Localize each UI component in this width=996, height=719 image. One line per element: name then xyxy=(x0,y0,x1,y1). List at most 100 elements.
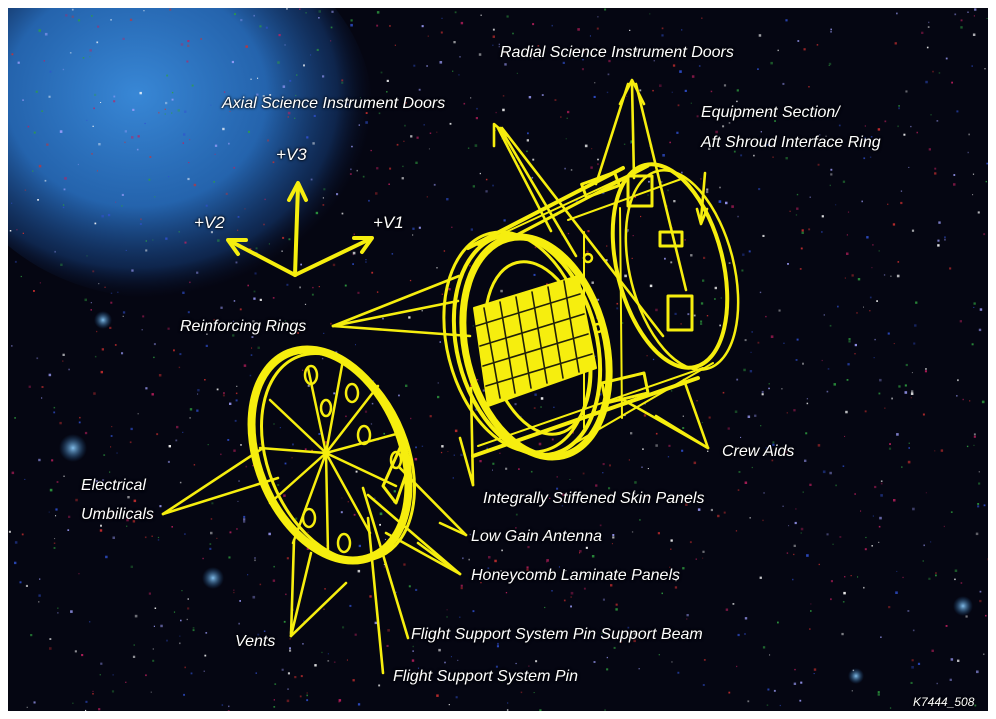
star-speck xyxy=(316,48,319,51)
star-speck xyxy=(611,543,613,545)
star-speck xyxy=(864,548,867,551)
star-speck xyxy=(156,433,159,436)
star-speck xyxy=(426,196,428,198)
star-speck xyxy=(333,661,336,663)
star-speck xyxy=(984,68,986,70)
star-speck xyxy=(594,355,596,357)
star-speck xyxy=(594,82,596,84)
star-speck xyxy=(416,136,419,139)
star-speck xyxy=(412,234,414,236)
label-fss-pin-beam: Flight Support System Pin Support Beam xyxy=(411,626,703,643)
star-speck xyxy=(311,293,314,296)
star-speck xyxy=(437,395,440,399)
star-speck xyxy=(389,167,392,170)
star-speck xyxy=(257,633,260,636)
star-speck xyxy=(94,355,97,358)
star-speck xyxy=(630,142,632,144)
star-speck xyxy=(227,439,230,441)
star-speck xyxy=(744,617,748,620)
star-speck xyxy=(362,175,365,178)
label-axial-doors: Axial Science Instrument Doors xyxy=(222,95,446,112)
star-speck xyxy=(582,472,585,475)
star-speck xyxy=(830,168,833,171)
star-speck xyxy=(966,445,969,448)
star-speck xyxy=(341,212,344,215)
star-speck xyxy=(864,139,867,142)
star-speck xyxy=(63,475,65,477)
star-speck xyxy=(33,131,36,134)
star-speck xyxy=(233,166,236,169)
diagram-frame: +V3 +V2 +V1 Radial Science Instrument Do… xyxy=(8,8,988,711)
star-speck xyxy=(960,582,963,584)
star-speck xyxy=(68,515,71,518)
star-speck xyxy=(772,156,774,158)
star-speck xyxy=(539,709,542,711)
star-speck xyxy=(908,166,910,168)
star-speck xyxy=(671,91,673,93)
star-speck xyxy=(914,324,917,327)
star-speck xyxy=(62,206,65,209)
star-speck xyxy=(216,537,218,539)
star-speck xyxy=(492,462,495,465)
star-speck xyxy=(953,174,956,176)
star-speck xyxy=(897,125,899,128)
star-speck xyxy=(386,91,388,93)
star-speck xyxy=(485,190,488,193)
star-speck xyxy=(233,300,236,302)
star-speck xyxy=(696,400,698,402)
star-speck xyxy=(480,582,482,584)
star-speck xyxy=(472,325,474,327)
star-speck xyxy=(259,298,262,301)
star-speck xyxy=(460,587,463,590)
star-speck xyxy=(971,65,973,67)
star-speck xyxy=(784,451,788,454)
star-speck xyxy=(766,143,769,146)
star-speck xyxy=(426,65,428,67)
star-speck xyxy=(236,385,238,387)
star-speck xyxy=(157,536,160,539)
star-speck xyxy=(476,379,479,381)
star-speck xyxy=(77,19,81,22)
star-speck xyxy=(403,563,406,566)
star-speck xyxy=(444,661,446,664)
star-speck xyxy=(624,274,627,278)
star-speck xyxy=(410,135,413,138)
star-speck xyxy=(879,378,882,382)
star-speck xyxy=(502,95,505,97)
star-speck xyxy=(166,639,168,642)
star-speck xyxy=(738,471,741,473)
star-speck xyxy=(277,61,280,64)
star-speck xyxy=(703,256,706,259)
star-speck xyxy=(959,320,962,323)
star-speck xyxy=(122,37,125,40)
star-speck xyxy=(700,178,702,180)
star-speck xyxy=(596,27,599,30)
star-speck xyxy=(932,70,934,73)
star-speck xyxy=(581,68,584,71)
star-speck xyxy=(505,467,508,470)
star-speck xyxy=(263,223,265,226)
star-speck xyxy=(62,353,65,356)
star-speck xyxy=(773,689,776,692)
star-speck xyxy=(516,72,518,74)
star-speck xyxy=(829,471,832,475)
star-speck xyxy=(82,479,86,483)
star-speck xyxy=(934,172,937,175)
star-speck xyxy=(177,109,180,112)
star-speck xyxy=(890,275,892,277)
star-speck xyxy=(187,177,190,181)
star-speck xyxy=(286,699,290,703)
star-speck xyxy=(863,306,864,308)
star-speck xyxy=(492,469,493,471)
star-speck xyxy=(986,162,988,165)
star-speck xyxy=(896,274,900,278)
star-speck xyxy=(813,673,815,675)
star-speck xyxy=(214,153,216,155)
star-speck xyxy=(911,229,915,232)
star-speck xyxy=(865,536,867,539)
star-speck xyxy=(757,68,759,70)
star-speck xyxy=(661,181,663,183)
star-speck xyxy=(429,132,432,134)
star-speck xyxy=(597,16,599,18)
star-speck xyxy=(131,136,134,139)
